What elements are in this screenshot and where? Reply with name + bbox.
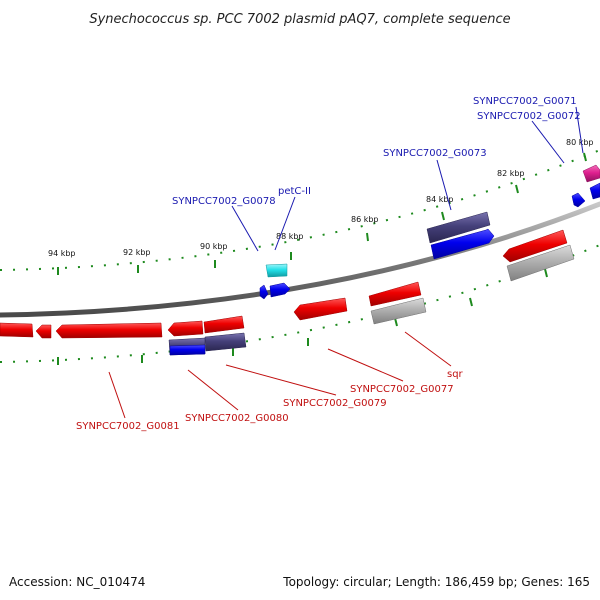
tick-label-80: 80 kbp [566,138,594,147]
cds-reverse-right[interactable] [502,229,568,263]
cds-forward-g0071[interactable] [589,182,600,200]
label-g0078: SYNPCC7002_G0078 [172,196,276,207]
leader-g0080 [187,369,239,411]
leader-petc [274,196,296,251]
reverse-feature-track [168,244,575,356]
leader-lines-forward [231,106,584,252]
cds-forward-g0078[interactable] [269,282,291,298]
cds-reverse-g0081[interactable] [55,322,163,339]
cds-reverse-edge[interactable] [0,322,34,338]
forward-feature-track [265,164,600,278]
leader-g0071 [575,106,584,154]
tick-label-92: 92 kbp [123,248,151,257]
tick-label-84: 84 kbp [426,195,454,204]
cds-forward-small[interactable] [259,284,269,300]
leader-lines-reverse [108,331,452,419]
leader-g0072 [531,120,565,164]
leader-sqr [404,331,452,367]
forward-cds-track [259,182,600,300]
outer-tick-track [0,149,600,275]
label-petc: petC-II [278,186,311,197]
tick-label-88: 88 kbp [276,232,304,241]
label-g0077: SYNPCC7002_G0077 [350,384,454,395]
cds-reverse-g0077[interactable] [293,297,348,321]
leader-g0077 [327,348,404,382]
label-g0072: SYNPCC7002_G0072 [477,111,581,122]
cds-reverse-sqr[interactable] [368,281,422,307]
feature-g0071[interactable] [582,164,600,183]
label-g0079: SYNPCC7002_G0079 [283,398,387,409]
cds-reverse-small[interactable] [35,324,52,339]
outer-major-ticks [57,152,587,275]
cds-reverse-g0080[interactable] [167,320,204,337]
forward-gene-labels: SYNPCC7002_G0071 SYNPCC7002_G0072 SYNPCC… [172,96,581,207]
label-g0071: SYNPCC7002_G0071 [473,96,577,107]
tick-label-90: 90 kbp [200,242,228,251]
feature-reverse-sqr[interactable] [370,297,427,325]
feature-reverse-blue[interactable] [169,344,206,356]
leader-g0079 [225,364,337,396]
tick-label-94: 94 kbp [48,249,76,258]
tick-label-82: 82 kbp [497,169,525,178]
tick-labels: 94 kbp 92 kbp 90 kbp 88 kbp 86 kbp 84 kb… [48,138,594,258]
label-g0081: SYNPCC7002_G0081 [76,421,180,432]
label-g0073: SYNPCC7002_G0073 [383,148,487,159]
feature-reverse-right[interactable] [506,244,575,282]
feature-g0073[interactable] [426,211,491,244]
label-sqr: sqr [447,369,464,380]
accession-text: Accession: NC_010474 [9,575,145,589]
feature-petc[interactable] [265,263,288,278]
map-title: Synechococcus sp. PCC 7002 plasmid pAQ7,… [89,12,510,27]
plasmid-backbone [0,201,600,318]
reverse-cds-track [0,229,568,339]
leader-g0078 [231,205,259,252]
cds-forward-g0072[interactable] [571,192,586,208]
cds-forward-g0073[interactable] [430,228,495,260]
outer-dotted-arc [0,149,600,271]
feature-reverse-g0079[interactable] [204,332,247,352]
tick-label-86: 86 kbp [351,215,379,224]
leader-g0081 [108,371,126,419]
leader-g0073 [436,159,452,211]
topology-summary: Topology: circular; Length: 186,459 bp; … [282,575,590,589]
inner-dotted-arc [0,244,600,363]
label-g0080: SYNPCC7002_G0080 [185,413,289,424]
cds-reverse-g0079[interactable] [203,315,245,334]
reverse-gene-labels: sqr SYNPCC7002_G0077 SYNPCC7002_G0079 SY… [76,369,464,432]
